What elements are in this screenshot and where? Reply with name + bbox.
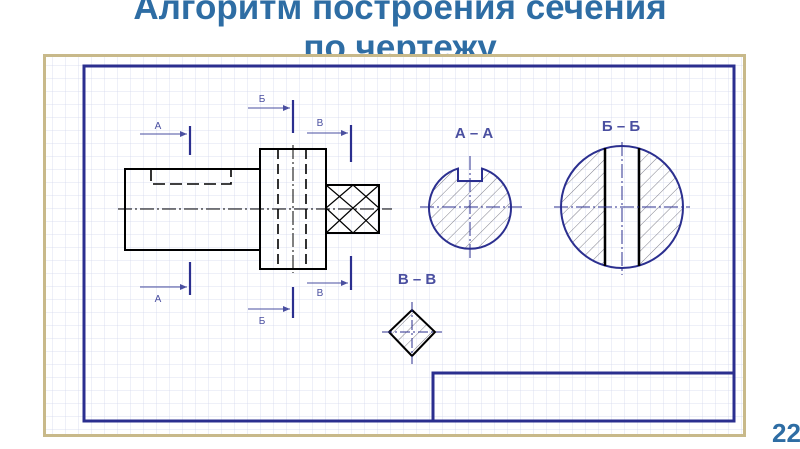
- cutting-plane-v: В В: [307, 118, 353, 299]
- cut-label-v-top: В: [317, 118, 324, 129]
- cutting-plane-a: А А: [140, 121, 192, 305]
- shaft-main-view: [118, 145, 392, 273]
- cut-label-a-top: А: [155, 121, 162, 132]
- slide-title-line-1: Алгоритм построения сечения: [133, 0, 667, 27]
- keyway-hidden-line: [150, 169, 232, 185]
- cut-label-v-bottom: В: [317, 288, 324, 299]
- cut-label-a-bottom: А: [155, 294, 162, 305]
- grid-background: [46, 57, 743, 434]
- technical-drawing: А А Б Б В В А – А: [46, 57, 743, 434]
- drawing-sheet: А А Б Б В В А – А: [43, 54, 746, 437]
- section-v-v-label: В – В: [398, 271, 437, 288]
- section-v-v: В – В: [382, 271, 442, 364]
- section-b-b-label: Б – Б: [602, 118, 640, 135]
- cut-label-b-bottom: Б: [259, 316, 266, 327]
- title-block: [431, 371, 734, 421]
- drawing-frame: [82, 64, 736, 423]
- section-a-a: А – А: [420, 125, 525, 258]
- cut-label-b-top: Б: [259, 94, 266, 105]
- square-end-crossing-lines: [325, 184, 380, 234]
- slide-number: 22: [772, 418, 800, 448]
- cutting-plane-b: Б Б: [248, 94, 295, 327]
- section-a-a-label: А – А: [455, 125, 494, 142]
